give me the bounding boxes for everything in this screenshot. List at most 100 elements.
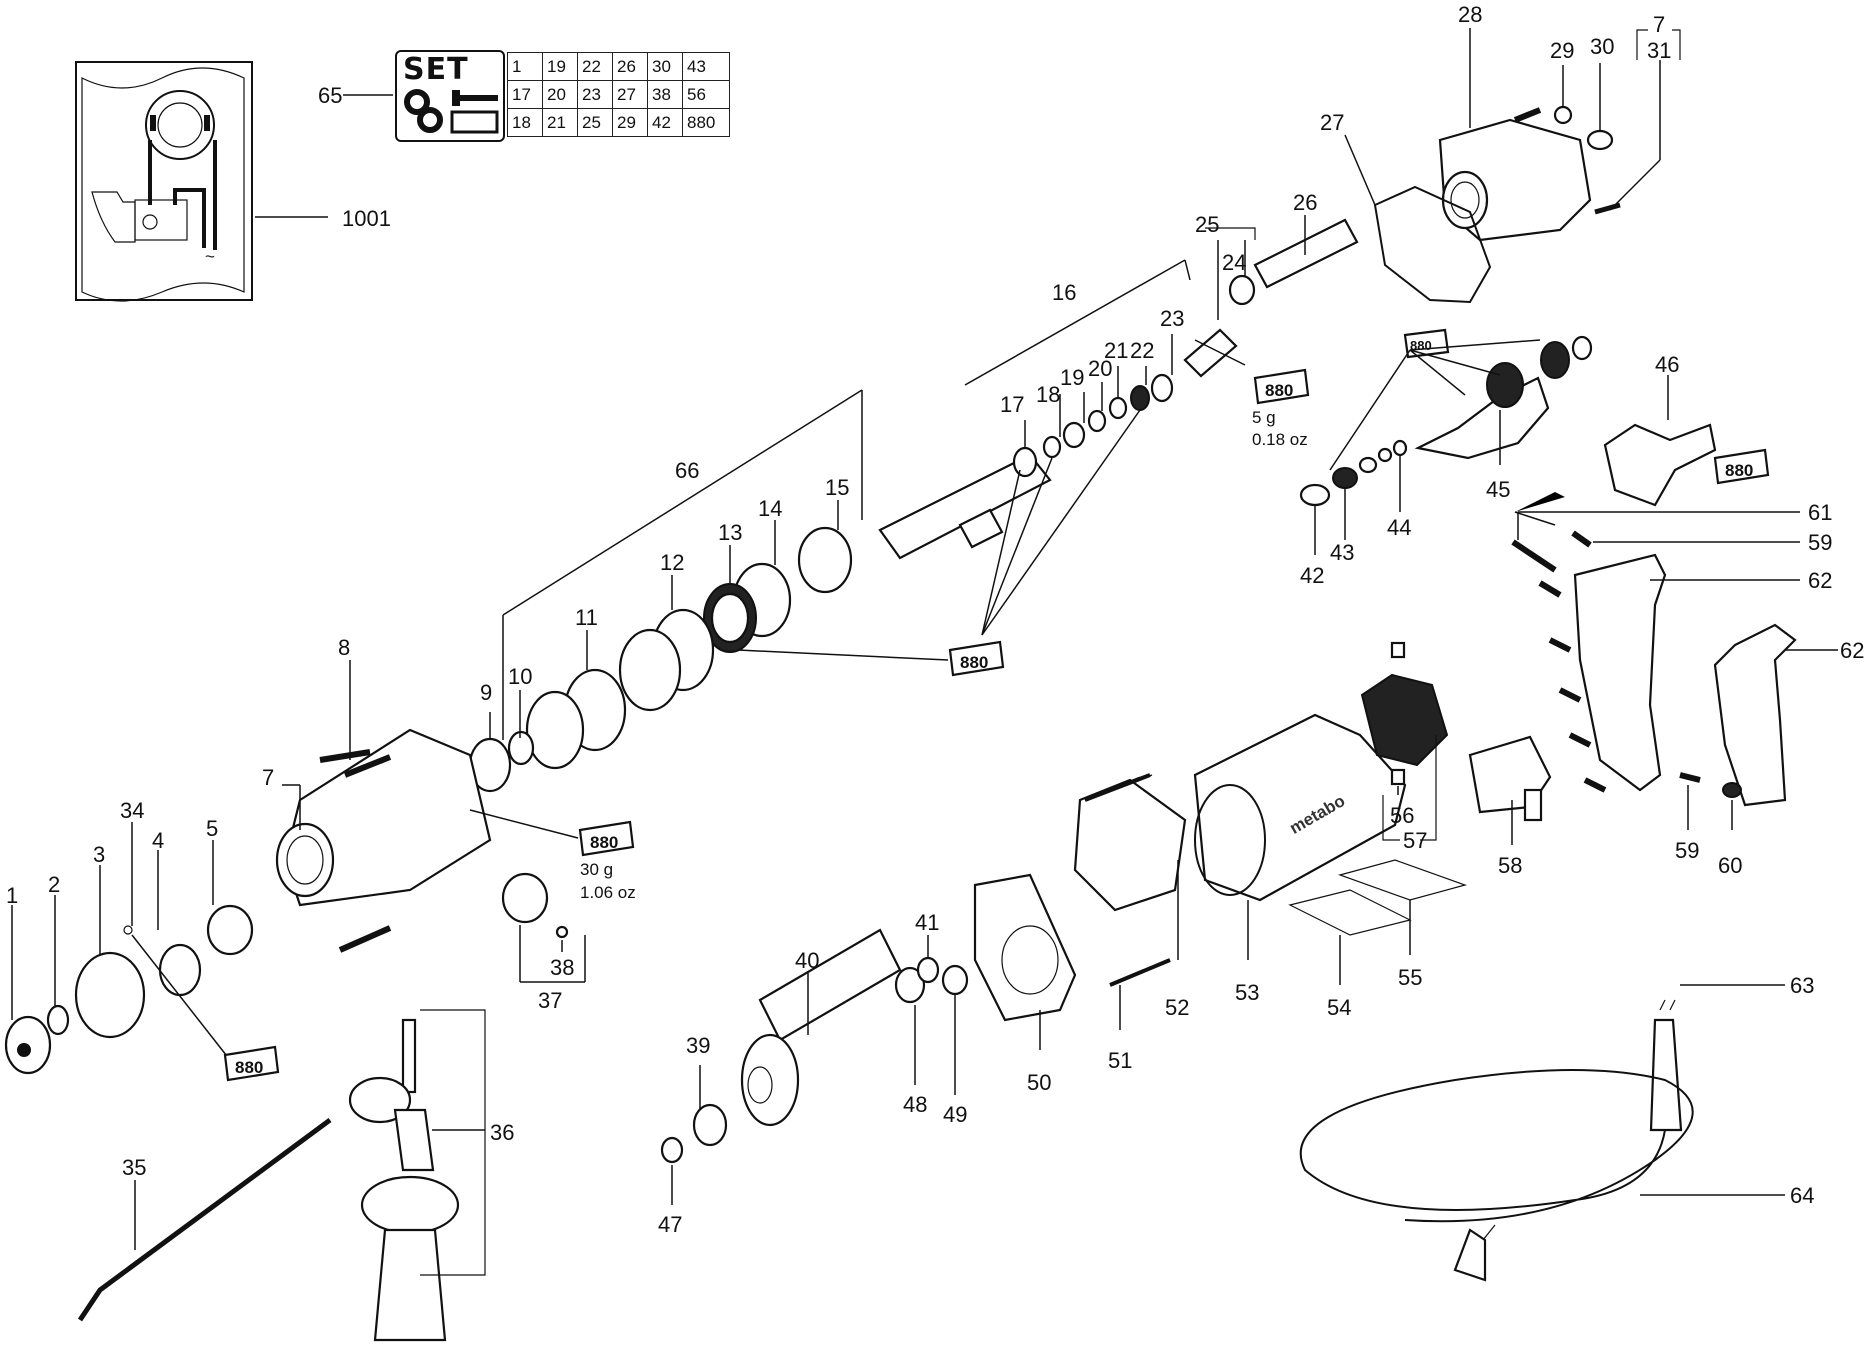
gear-assembly-45: 880 42 43 44 45 [1299, 328, 1593, 588]
callout-62-left: 62 [1808, 568, 1832, 593]
set-cell: 18 [507, 108, 543, 137]
callout-16: 16 [1052, 280, 1076, 305]
callout-29: 29 [1550, 38, 1574, 63]
gasket-27: 27 [1320, 110, 1492, 304]
part-37-38: 38 37 [501, 872, 586, 1013]
callout-14: 14 [758, 496, 782, 521]
hammer-housing-7: 8 7 880 30 g 1.06 oz [262, 635, 636, 953]
side-handle-36: 35 36 [77, 1009, 514, 1342]
set-cell: 21 [542, 108, 578, 137]
callout-42: 42 [1300, 563, 1324, 588]
wiring-diagram: ~ 1001 [75, 61, 391, 302]
callout-50: 50 [1027, 1070, 1051, 1095]
grease-amount-g: 5 g [1252, 408, 1276, 427]
callout-65: 65 [318, 83, 342, 108]
callout-34: 34 [120, 798, 144, 823]
callout-3: 3 [93, 842, 105, 867]
callout-41: 41 [915, 910, 939, 935]
callout-7: 7 [262, 765, 274, 790]
power-cable: 63 64 [1299, 973, 1814, 1282]
callout-38: 38 [550, 955, 574, 980]
callout-24: 24 [1222, 250, 1246, 275]
callout-25: 25 [1195, 212, 1219, 237]
switch-58: 58 [1468, 735, 1552, 878]
part-46: 880 46 [1603, 352, 1770, 507]
callout-56: 56 [1390, 803, 1414, 828]
callout-45: 45 [1486, 477, 1510, 502]
set-cell: 56 [682, 80, 730, 109]
callout-21: 21 [1104, 338, 1128, 363]
grease-amount-g-2: 30 g [580, 860, 613, 879]
callout-43: 43 [1330, 540, 1354, 565]
callout-22: 22 [1130, 338, 1154, 363]
callout-60: 60 [1718, 853, 1742, 878]
grease-code-6: 880 [1725, 461, 1753, 480]
callout-48: 48 [903, 1092, 927, 1117]
set-cell: 43 [682, 52, 730, 81]
callout-4: 4 [152, 828, 164, 853]
callout-17: 17 [1000, 392, 1024, 417]
callout-11: 11 [575, 605, 598, 630]
set-cell: 38 [647, 80, 683, 109]
callout-1: 1 [6, 883, 18, 908]
callout-51: 51 [1108, 1048, 1132, 1073]
callout-58: 58 [1498, 853, 1522, 878]
callout-44: 44 [1387, 515, 1411, 540]
set-cell: 26 [612, 52, 648, 81]
callout-15: 15 [825, 475, 849, 500]
motor-housing-53: metabo 53 [1193, 713, 1407, 1005]
set-row: 18 21 25 29 42 880 [507, 108, 730, 137]
grease-tube-5g: 880 5 g 0.18 oz [1194, 339, 1310, 449]
callout-13: 13 [718, 520, 742, 545]
callout-35: 35 [122, 1155, 146, 1180]
gear-housing-28: 28 29 30 7 31 [1438, 2, 1681, 242]
set-kit: 65 [318, 83, 393, 108]
callout-49: 49 [943, 1102, 967, 1127]
callout-5: 5 [206, 816, 218, 841]
spindle-16: 16 17 18 19 20 21 22 23 [878, 259, 1191, 636]
brush-holder-57: 56 57 [1360, 641, 1449, 853]
set-cell: 29 [612, 108, 648, 137]
field-stator-52: 51 52 [1073, 773, 1189, 1073]
callout-39: 39 [686, 1033, 710, 1058]
armature-40: 40 39 47 48 41 49 [658, 910, 969, 1237]
bearing-plate-50: 50 [973, 873, 1077, 1095]
callout-61: 61 [1808, 500, 1832, 525]
set-kit-icon: SET [395, 50, 505, 142]
callout-2: 2 [48, 872, 60, 897]
set-row: 1 19 22 26 30 43 [507, 52, 730, 81]
grease-code: 880 [1265, 381, 1293, 400]
callout-7-ref: 7 [1653, 12, 1665, 37]
callout-27: 27 [1320, 110, 1344, 135]
callout-47: 47 [658, 1212, 682, 1237]
callout-1001: 1001 [342, 206, 391, 231]
callout-20: 20 [1088, 356, 1112, 381]
grease-code-3: 880 [590, 833, 618, 852]
callout-59-top: 59 [1808, 530, 1832, 555]
set-cell: 25 [577, 108, 613, 137]
part-24-25: 25 24 [1183, 212, 1256, 378]
callout-46: 46 [1655, 352, 1679, 377]
callout-52: 52 [1165, 995, 1189, 1020]
set-title: SET [403, 52, 469, 87]
labels-54-55: 54 55 [1288, 859, 1467, 1020]
callout-12: 12 [660, 550, 684, 575]
set-cell: 880 [682, 108, 730, 137]
set-kit-parts-icon [404, 89, 499, 134]
callout-30: 30 [1590, 34, 1614, 59]
callout-18: 18 [1036, 382, 1060, 407]
set-row: 17 20 23 27 38 56 [507, 80, 730, 109]
set-cell: 42 [647, 108, 683, 137]
callout-36: 36 [490, 1120, 514, 1145]
callout-23: 23 [1160, 306, 1184, 331]
callout-26: 26 [1293, 190, 1317, 215]
callout-37: 37 [538, 988, 562, 1013]
set-cell: 27 [612, 80, 648, 109]
front-parts: 880 1 2 3 34 4 5 [4, 798, 280, 1082]
callout-62-right: 62 [1840, 638, 1864, 663]
callout-55: 55 [1398, 965, 1422, 990]
grease-code-4: 880 [235, 1058, 263, 1077]
callout-40: 40 [795, 948, 819, 973]
callout-19: 19 [1060, 365, 1084, 390]
